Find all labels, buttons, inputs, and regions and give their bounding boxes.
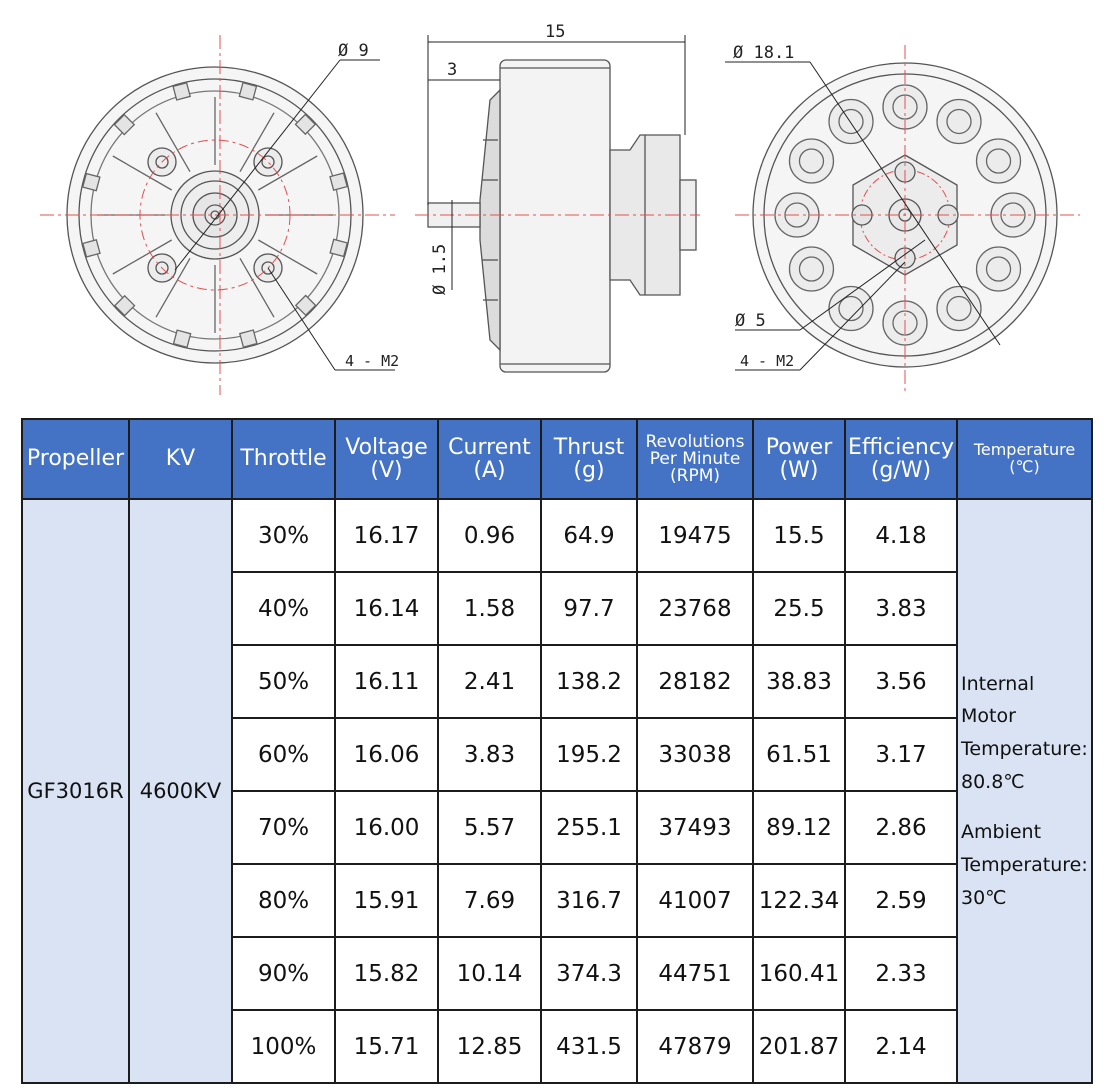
current-cell: 3.83 [437, 717, 542, 792]
efficiency-cell: 2.59 [844, 863, 958, 938]
temperature-cell: Internal Motor Temperature: 80.8℃ Ambien… [956, 498, 1093, 1084]
throttle-cell: 90% [231, 936, 336, 1011]
current-cell: 7.69 [437, 863, 542, 938]
throttle-cell: 40% [231, 571, 336, 646]
propeller-cell: GF3016R [21, 498, 130, 1084]
power-cell: 160.41 [752, 936, 846, 1011]
rpm-cell: 23768 [636, 571, 754, 646]
efficiency-cell: 2.14 [844, 1009, 958, 1084]
voltage-cell: 15.82 [334, 936, 439, 1011]
thrust-cell: 138.2 [540, 644, 638, 719]
voltage-cell: 16.17 [334, 498, 439, 573]
front-hole-diameter-label: Ø 9 [338, 41, 369, 61]
thrust-cell: 195.2 [540, 717, 638, 792]
side-shaft-label: Ø 1.5 [430, 244, 450, 295]
thrust-cell: 64.9 [540, 498, 638, 573]
thrust-cell: 97.7 [540, 571, 638, 646]
efficiency-cell: 3.56 [844, 644, 958, 719]
rear-view-drawing [725, 45, 1080, 395]
power-cell: 61.51 [752, 717, 846, 792]
voltage-cell: 16.06 [334, 717, 439, 792]
voltage-cell: 16.00 [334, 790, 439, 865]
side-length-label: 15 [545, 22, 565, 42]
efficiency-cell: 4.18 [844, 498, 958, 573]
throttle-cell: 60% [231, 717, 336, 792]
kv-cell: 4600KV [128, 498, 233, 1084]
side-offset-label: 3 [447, 60, 457, 80]
thrust-cell: 431.5 [540, 1009, 638, 1084]
header-kv: KV [128, 418, 233, 500]
current-cell: 0.96 [437, 498, 542, 573]
power-cell: 15.5 [752, 498, 846, 573]
rear-screws-label: 4 - M2 [740, 352, 794, 370]
rpm-cell: 19475 [636, 498, 754, 573]
header-efficiency: Efficiency(g/W) [844, 418, 958, 500]
thrust-cell: 374.3 [540, 936, 638, 1011]
voltage-cell: 15.91 [334, 863, 439, 938]
rpm-cell: 44751 [636, 936, 754, 1011]
current-cell: 2.41 [437, 644, 542, 719]
header-current: Current(A) [437, 418, 542, 500]
current-cell: 5.57 [437, 790, 542, 865]
header-voltage: Voltage(V) [334, 418, 439, 500]
throttle-cell: 30% [231, 498, 336, 573]
header-power: Power(W) [752, 418, 846, 500]
rear-diameter-label: Ø 18.1 [733, 43, 794, 63]
voltage-cell: 15.71 [334, 1009, 439, 1084]
rpm-cell: 37493 [636, 790, 754, 865]
rpm-cell: 47879 [636, 1009, 754, 1084]
throttle-cell: 100% [231, 1009, 336, 1084]
throttle-cell: 80% [231, 863, 336, 938]
motor-technical-drawings: Ø 9 4 - M2 15 3 Ø 1.5 [40, 22, 1080, 395]
voltage-cell: 16.14 [334, 571, 439, 646]
header-thrust: Thrust(g) [540, 418, 638, 500]
table-header-row: Propeller KV Throttle Voltage(V) Current… [21, 418, 1093, 500]
header-propeller: Propeller [21, 418, 130, 500]
motor-performance-table: Propeller KV Throttle Voltage(V) Current… [21, 418, 1093, 1084]
efficiency-cell: 2.86 [844, 790, 958, 865]
thrust-cell: 255.1 [540, 790, 638, 865]
efficiency-cell: 3.83 [844, 571, 958, 646]
front-screws-label: 4 - M2 [345, 352, 399, 370]
header-throttle: Throttle [231, 418, 336, 500]
rpm-cell: 41007 [636, 863, 754, 938]
header-temperature: Temperature(℃) [956, 418, 1093, 500]
efficiency-cell: 2.33 [844, 936, 958, 1011]
side-view-drawing [415, 35, 700, 373]
rpm-cell: 33038 [636, 717, 754, 792]
throttle-cell: 70% [231, 790, 336, 865]
current-cell: 1.58 [437, 571, 542, 646]
thrust-cell: 316.7 [540, 863, 638, 938]
front-view-drawing [40, 35, 395, 395]
power-cell: 38.83 [752, 644, 846, 719]
efficiency-cell: 3.17 [844, 717, 958, 792]
power-cell: 25.5 [752, 571, 846, 646]
current-cell: 12.85 [437, 1009, 542, 1084]
rear-inner-diameter-label: Ø 5 [735, 311, 766, 331]
rpm-cell: 28182 [636, 644, 754, 719]
power-cell: 201.87 [752, 1009, 846, 1084]
current-cell: 10.14 [437, 936, 542, 1011]
throttle-cell: 50% [231, 644, 336, 719]
voltage-cell: 16.11 [334, 644, 439, 719]
power-cell: 122.34 [752, 863, 846, 938]
power-cell: 89.12 [752, 790, 846, 865]
